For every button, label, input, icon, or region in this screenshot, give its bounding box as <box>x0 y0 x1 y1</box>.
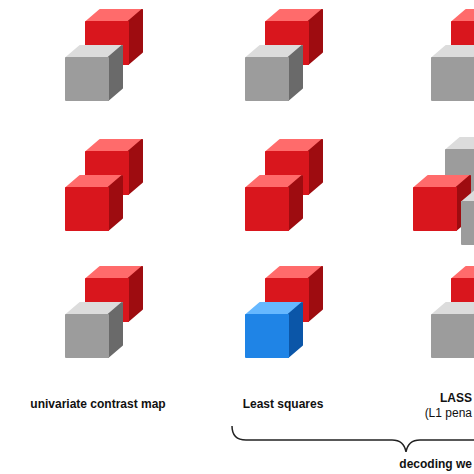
column-label: univariate contrast map <box>28 397 168 411</box>
cube-face <box>108 46 122 100</box>
cube-face <box>288 303 302 357</box>
cube-face <box>414 188 456 230</box>
cube-face <box>128 140 142 194</box>
cube-face <box>108 176 122 230</box>
cube-face <box>246 58 288 100</box>
column-label: LASS <box>440 391 472 405</box>
cube-face <box>462 202 474 244</box>
cube <box>246 46 302 100</box>
cube-face <box>432 58 474 100</box>
cube-group <box>66 10 474 357</box>
cube <box>246 303 302 357</box>
cube <box>66 303 122 357</box>
cube-face <box>446 138 474 150</box>
cube-face <box>128 267 142 321</box>
cube-face <box>308 267 322 321</box>
cube-face <box>246 188 288 230</box>
cube-face <box>66 58 108 100</box>
cube <box>66 176 122 230</box>
cube-face <box>452 10 474 22</box>
cube-face <box>128 10 142 64</box>
brace <box>232 426 474 452</box>
column-label: (L1 pena <box>425 406 472 420</box>
cube-face <box>432 46 474 58</box>
column-label: Least squares <box>230 397 336 411</box>
cube <box>246 176 302 230</box>
cube <box>66 46 122 100</box>
cube-face <box>246 315 288 357</box>
cube-face <box>288 46 302 100</box>
cube-face <box>288 176 302 230</box>
cube-face <box>432 303 474 315</box>
bracket-label: decoding we <box>399 457 472 471</box>
cube-face <box>462 190 474 202</box>
cube-face <box>432 315 474 357</box>
cube-face <box>66 188 108 230</box>
cube <box>462 190 474 244</box>
cube-face <box>308 140 322 194</box>
cube <box>432 46 474 100</box>
cube <box>432 303 474 357</box>
cube-face <box>108 303 122 357</box>
cube-face <box>66 315 108 357</box>
cube-face <box>308 10 322 64</box>
cube-face <box>452 267 474 279</box>
